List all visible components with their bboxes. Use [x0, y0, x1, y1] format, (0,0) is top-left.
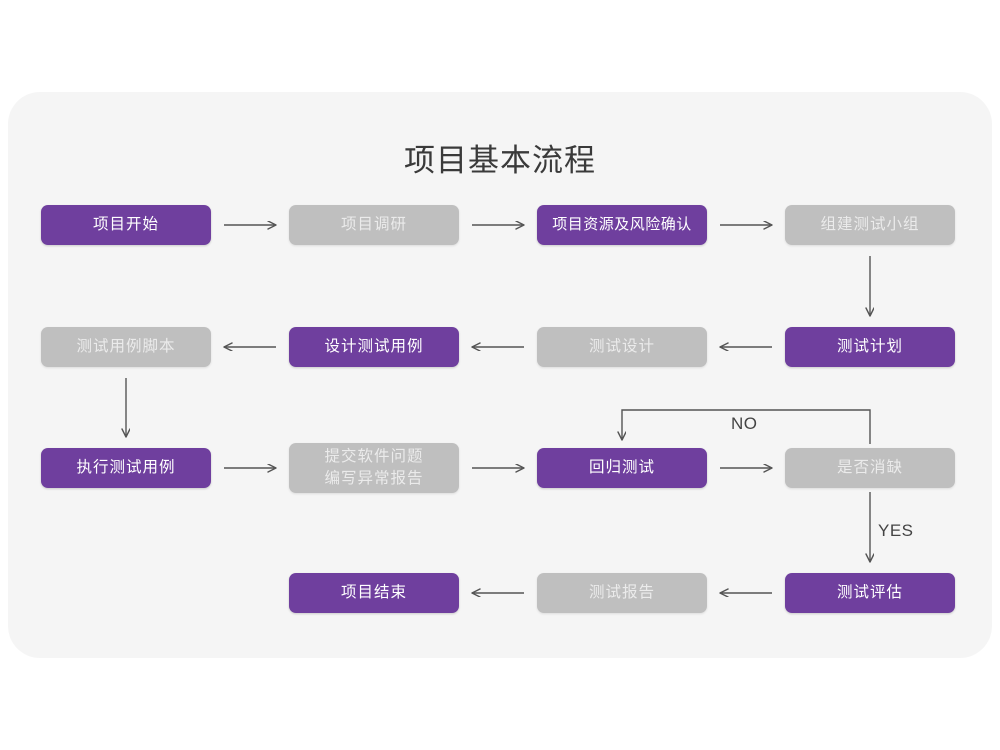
node-project-end[interactable]: 项目结束: [289, 573, 459, 613]
node-resource-risk-confirm[interactable]: 项目资源及风险确认: [537, 205, 707, 245]
node-test-plan[interactable]: 测试计划: [785, 327, 955, 367]
edge-label-no: NO: [731, 414, 758, 433]
node-project-research[interactable]: 项目调研: [289, 205, 459, 245]
node-test-evaluation[interactable]: 测试评估: [785, 573, 955, 613]
node-defect-cleared-decision[interactable]: 是否消缺: [785, 448, 955, 488]
node-execute-test-case[interactable]: 执行测试用例: [41, 448, 211, 488]
node-project-start[interactable]: 项目开始: [41, 205, 211, 245]
node-test-design[interactable]: 测试设计: [537, 327, 707, 367]
node-test-case-script[interactable]: 测试用例脚本: [41, 327, 211, 367]
page-title: 项目基本流程: [404, 143, 596, 178]
flowchart-card: [8, 92, 992, 658]
node-build-test-team[interactable]: 组建测试小组: [785, 205, 955, 245]
node-test-report[interactable]: 测试报告: [537, 573, 707, 613]
edge-label-yes: YES: [878, 521, 914, 540]
node-submit-issue-write-report[interactable]: 提交软件问题 编写异常报告: [289, 443, 459, 493]
node-regression-test[interactable]: 回归测试: [537, 448, 707, 488]
node-design-test-case[interactable]: 设计测试用例: [289, 327, 459, 367]
